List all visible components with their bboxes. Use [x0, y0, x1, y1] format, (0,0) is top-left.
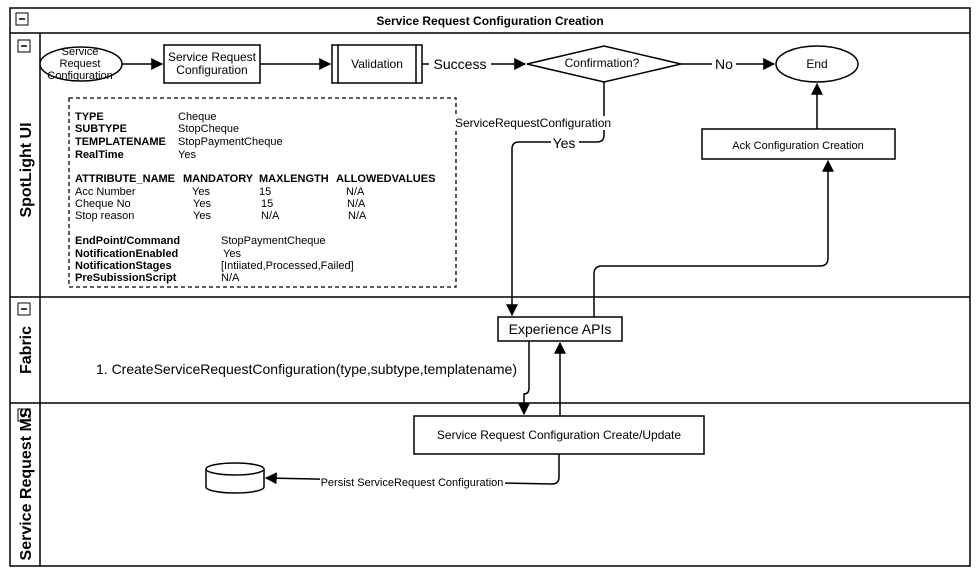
- note-endpoint-block: EndPoint/Command StopPaymentCheque Notif…: [75, 235, 354, 284]
- attr-cell: N/A: [348, 210, 367, 222]
- note-type-val: Cheque: [178, 111, 217, 123]
- edge-label-yes: Yes: [551, 135, 579, 151]
- attr-cell: Cheque No: [75, 198, 131, 210]
- note-subtype-key: SUBTYPE: [75, 123, 127, 135]
- attr-cell: 15: [259, 186, 271, 198]
- note-endpoint-val: StopPaymentCheque: [221, 235, 326, 247]
- database-store[interactable]: [205, 462, 265, 494]
- edge-label-src-text: ServiceRequestConfiguration: [455, 116, 611, 130]
- edge-label-success-text: Success: [434, 56, 487, 72]
- attr-cell: 15: [261, 198, 273, 210]
- note-attribute-table: ATTRIBUTE_NAME MANDATORY MAXLENGTH ALLOW…: [75, 173, 435, 222]
- experience-apis-label: Experience APIs: [509, 321, 612, 337]
- pool-collapse-button[interactable]: [15, 12, 29, 26]
- attr-cell: N/A: [261, 210, 280, 222]
- note-endpoint-key: EndPoint/Command: [75, 235, 180, 247]
- lane-title-spotlight: SpotLight UI: [18, 122, 35, 217]
- start-event-label-1: Service: [62, 46, 99, 58]
- note-notif-stages-val: [Intiiated,Processed,Failed]: [221, 260, 354, 272]
- flow-edges: [122, 58, 834, 485]
- note-notif-enabled-key: NotificationEnabled: [75, 248, 178, 260]
- edge-label-service-request-configuration: ServiceRequestConfiguration: [452, 116, 614, 130]
- start-event-label-2: Request: [60, 58, 101, 70]
- attr-header: MANDATORY: [183, 173, 254, 185]
- edge-create-update-to-database: [264, 454, 560, 485]
- attr-header: ALLOWEDVALUES: [336, 173, 435, 185]
- configuration-note: [68, 97, 457, 288]
- validation-subprocess[interactable]: Validation: [331, 44, 423, 84]
- note-realtime-val: Yes: [178, 149, 196, 161]
- attr-header: MAXLENGTH: [259, 173, 329, 185]
- validation-label: Validation: [351, 57, 403, 71]
- attr-cell: Acc Number: [75, 186, 136, 198]
- ack-task-label: Ack Configuration Creation: [732, 140, 863, 152]
- note-notif-stages-key: NotificationStages: [75, 260, 172, 272]
- lane-collapse-button-service-request[interactable]: [17, 408, 31, 422]
- attr-cell: Yes: [192, 186, 210, 198]
- end-event-label: End: [806, 57, 827, 71]
- create-call-label: 1. CreateServiceRequestConfiguration(typ…: [96, 361, 517, 377]
- attr-cell: Stop reason: [75, 210, 134, 222]
- experience-apis-task[interactable]: Experience APIs: [497, 316, 623, 342]
- attr-cell: N/A: [347, 198, 366, 210]
- lane-collapse-button-fabric[interactable]: [17, 302, 31, 316]
- service-request-configuration-task[interactable]: Service Request Configuration: [163, 44, 261, 84]
- start-event[interactable]: Service Request Configuration: [39, 46, 123, 82]
- create-update-label: Service Request Configuration Create/Upd…: [437, 428, 681, 442]
- config-task-label-2: Configuration: [176, 63, 247, 77]
- start-event-label-3: Configuration: [47, 70, 112, 82]
- note-template-key: TEMPLATENAME: [75, 136, 166, 148]
- note-properties: TYPE Cheque SUBTYPE StopCheque TEMPLATEN…: [75, 111, 283, 161]
- note-realtime-key: RealTime: [75, 149, 124, 161]
- edge-label-no: No: [712, 56, 736, 72]
- lane-title-service-request: Service Request MS: [18, 407, 35, 560]
- edge-label-success: Success: [429, 56, 491, 72]
- pool-title: Service Request Configuration Creation: [376, 14, 603, 28]
- ack-configuration-task[interactable]: Ack Configuration Creation: [701, 128, 896, 160]
- note-presub-key: PreSubissionScript: [75, 272, 177, 284]
- lane-title-fabric: Fabric: [18, 326, 35, 374]
- create-update-task[interactable]: Service Request Configuration Create/Upd…: [413, 415, 705, 455]
- attr-cell: Yes: [193, 210, 211, 222]
- confirmation-label: Confirmation?: [565, 56, 640, 70]
- attr-cell: Yes: [193, 198, 211, 210]
- attr-header: ATTRIBUTE_NAME: [75, 173, 175, 185]
- edge-label-yes-text: Yes: [553, 135, 576, 151]
- note-presub-val: N/A: [221, 272, 240, 284]
- note-subtype-val: StopCheque: [178, 123, 239, 135]
- note-type-key: TYPE: [75, 111, 104, 123]
- note-template-val: StopPaymentCheque: [178, 136, 283, 148]
- edge-experience-apis-to-create-update: [518, 341, 530, 416]
- config-task-label-1: Service Request: [168, 50, 257, 64]
- edge-label-persist-text: Persist ServiceRequest Configuration: [321, 477, 504, 489]
- attr-cell: N/A: [346, 186, 365, 198]
- edge-experience-apis-to-ack: [593, 159, 834, 317]
- note-notif-enabled-val: Yes: [223, 248, 241, 260]
- edge-label-persist: Persist ServiceRequest Configuration: [320, 476, 505, 489]
- lane-collapse-button-spotlight[interactable]: [17, 39, 31, 53]
- edge-label-no-text: No: [715, 56, 733, 72]
- end-event[interactable]: End: [775, 45, 859, 83]
